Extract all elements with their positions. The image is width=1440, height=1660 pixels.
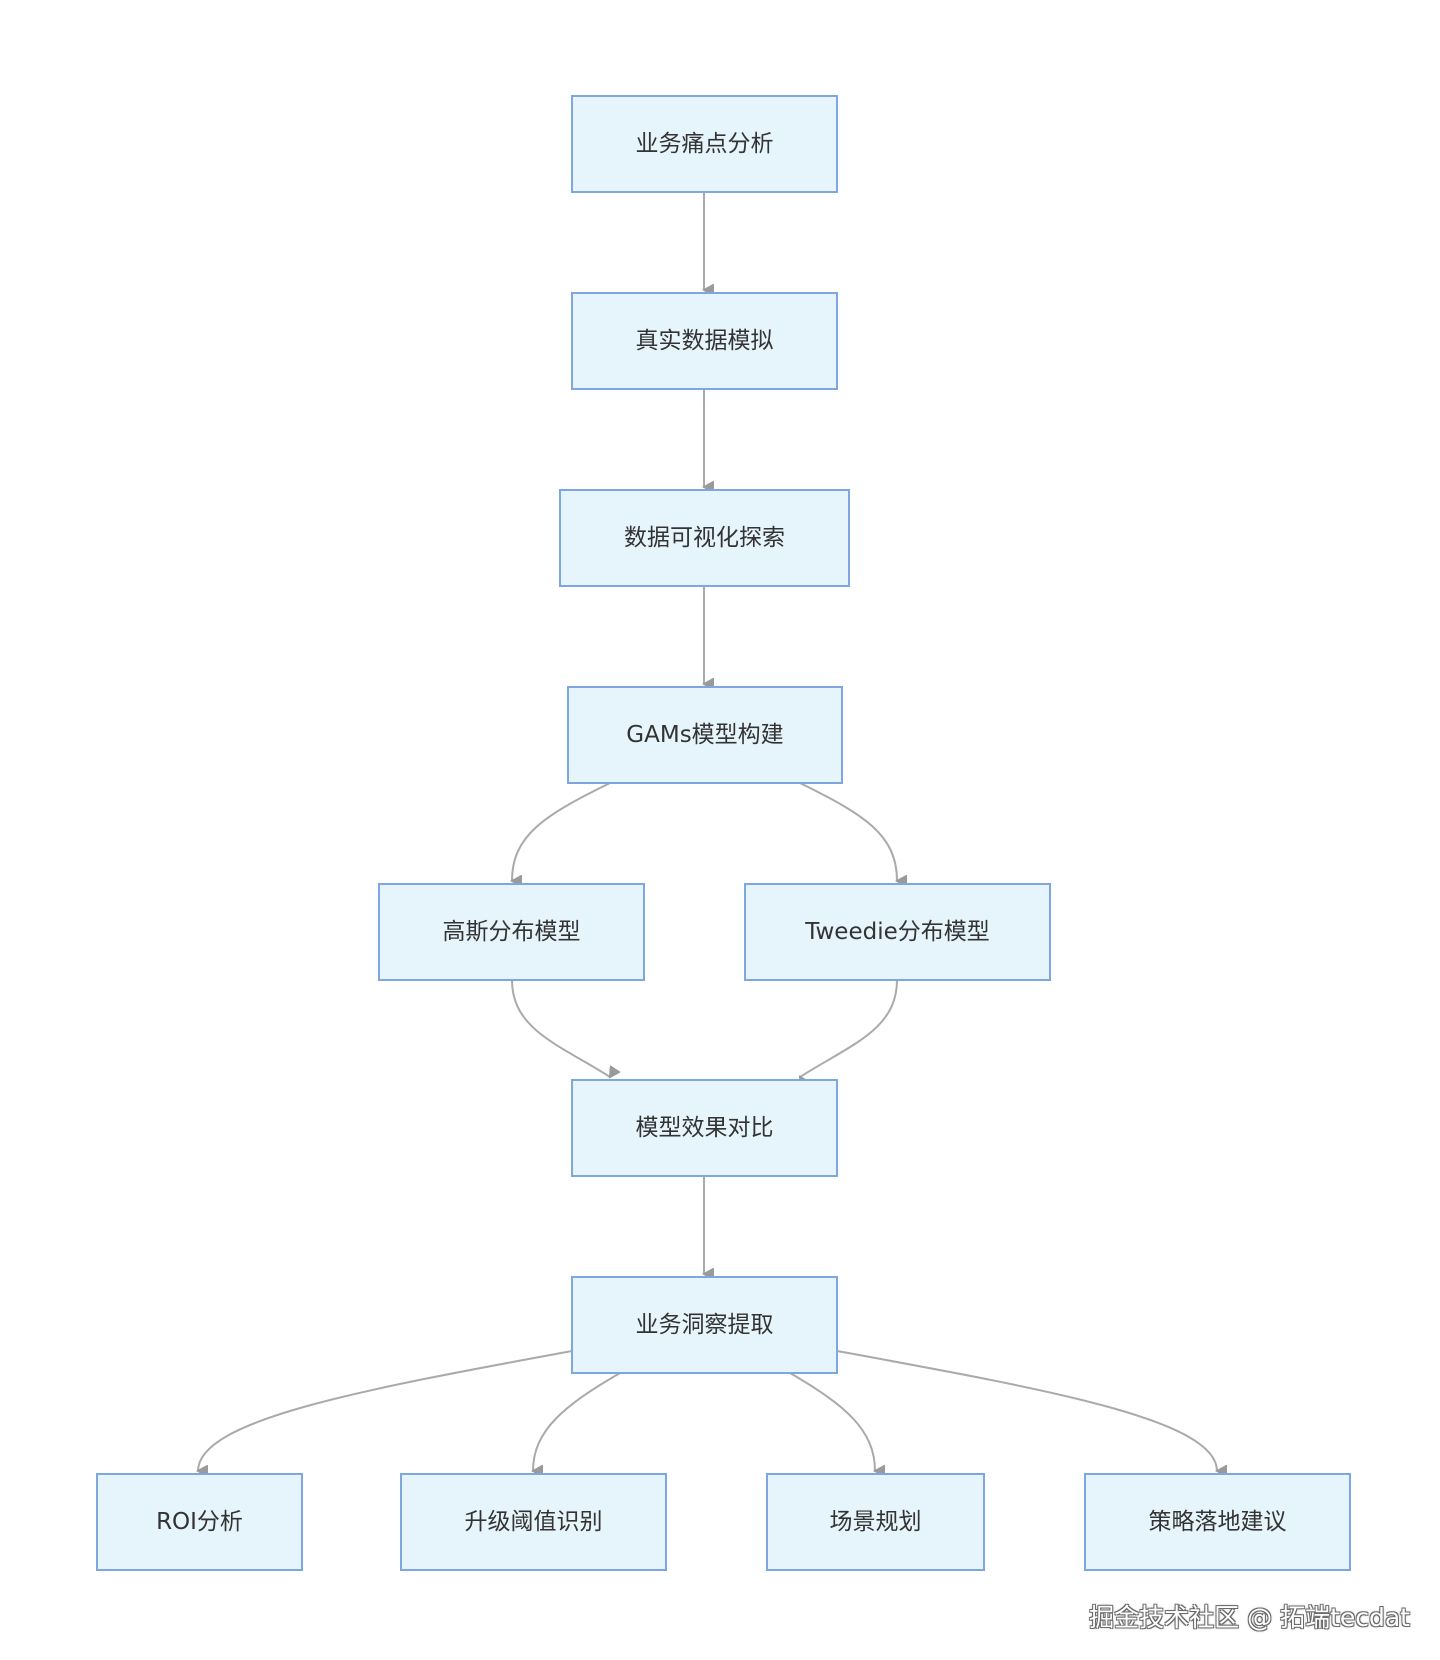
- node-compare: 模型效果对比: [571, 1079, 838, 1177]
- edges-layer: [198, 192, 1217, 1471]
- node-box: [571, 95, 838, 193]
- node-box: [378, 883, 645, 981]
- node-gaussian: 高斯分布模型: [378, 883, 645, 981]
- edge-insight-to-strategy: [836, 1350, 1217, 1471]
- edge-gaussian-to-compare: [511, 979, 610, 1077]
- node-box: [571, 1276, 838, 1374]
- node-pain-points: 业务痛点分析: [571, 95, 838, 193]
- node-threshold: 升级阈值识别: [400, 1473, 667, 1571]
- node-scenario: 场景规划: [766, 1473, 985, 1571]
- node-box: [744, 883, 1051, 981]
- node-label: 数据可视化探索: [624, 525, 785, 551]
- node-label: GAMs模型构建: [626, 722, 783, 748]
- node-insight: 业务洞察提取: [571, 1276, 838, 1374]
- edge-insight-to-roi: [198, 1350, 573, 1471]
- watermark-text: 掘金技术社区 @ 拓端tecdat: [1089, 1603, 1410, 1632]
- node-label: 策略落地建议: [1149, 1509, 1287, 1535]
- node-box: [1084, 1473, 1351, 1571]
- node-box: [559, 489, 850, 587]
- node-tweedie: Tweedie分布模型: [744, 883, 1051, 981]
- node-box: [766, 1473, 985, 1571]
- node-label: 真实数据模拟: [636, 328, 774, 354]
- node-box: [567, 686, 843, 784]
- node-roi: ROI分析: [96, 1473, 303, 1571]
- edge-gams-to-gaussian: [512, 782, 611, 881]
- node-box: [571, 1079, 838, 1177]
- edge-gams-to-tweedie: [799, 782, 897, 881]
- node-label: Tweedie分布模型: [804, 919, 990, 945]
- node-data-sim: 真实数据模拟: [571, 292, 838, 390]
- node-label: 场景规划: [830, 1509, 922, 1535]
- edge-tweedie-to-compare: [800, 979, 898, 1077]
- node-box: [96, 1473, 303, 1571]
- node-label: 业务洞察提取: [636, 1312, 774, 1338]
- node-eda: 数据可视化探索: [559, 489, 850, 587]
- node-label: 模型效果对比: [636, 1115, 774, 1141]
- node-label: 升级阈值识别: [465, 1509, 603, 1535]
- edge-insight-to-scenario: [789, 1372, 875, 1471]
- node-label: 业务痛点分析: [636, 131, 774, 157]
- node-box: [571, 292, 838, 390]
- node-strategy: 策略落地建议: [1084, 1473, 1351, 1571]
- node-gams: GAMs模型构建: [567, 686, 843, 784]
- node-label: ROI分析: [156, 1509, 243, 1535]
- node-box: [400, 1473, 667, 1571]
- edge-insight-to-threshold: [533, 1372, 621, 1471]
- node-label: 高斯分布模型: [443, 919, 581, 945]
